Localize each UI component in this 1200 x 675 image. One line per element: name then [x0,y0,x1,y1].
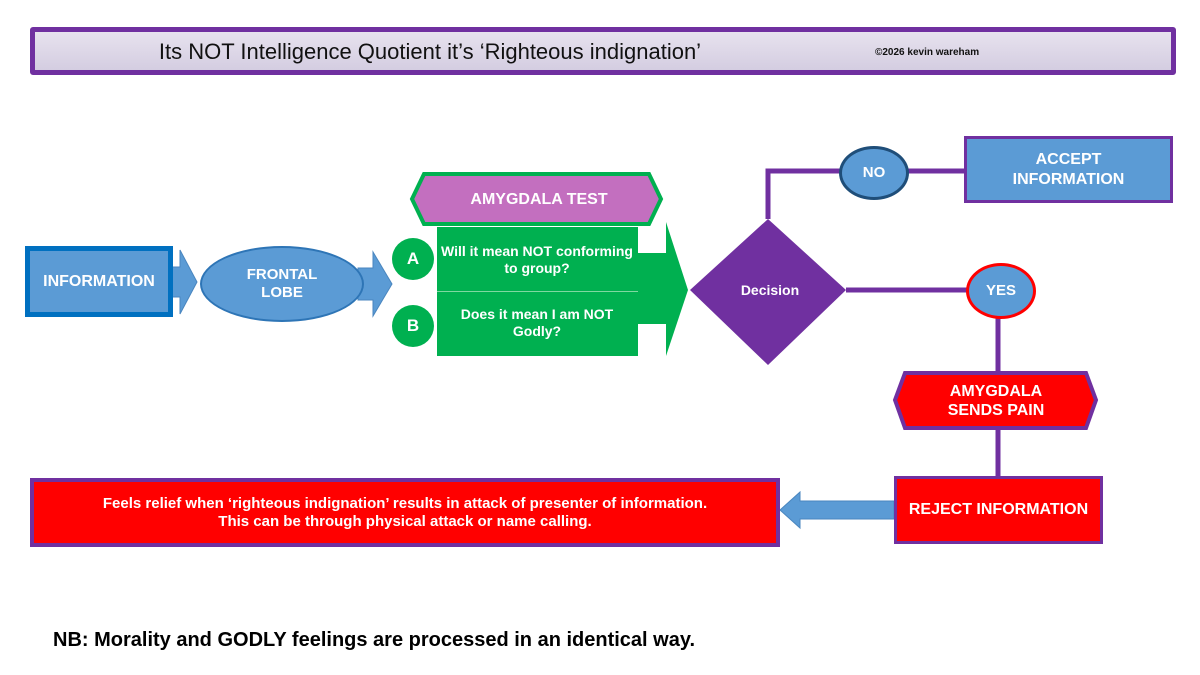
page-title: Its NOT Intelligence Quotient it’s ‘Righ… [158,39,702,64]
question-b-text: Does it mean I am NOT Godly? [460,306,614,339]
title-bar: Its NOT Intelligence Quotient it’s ‘Righ… [30,27,1176,75]
frontal-lobe-node: FRONTAL LOBE [200,246,364,322]
connector-decision-to-no [765,168,842,219]
yes-node: YES [966,263,1036,319]
question-a-marker: A [392,238,434,280]
test-output-arrow [636,222,688,356]
footnote: NB: Morality and GODLY feelings are proc… [53,629,696,651]
arrow-reject-to-relief [779,490,895,530]
amygdala-test-header [409,172,664,226]
amygdala-pain-label: AMYGDALA SENDS PAIN [898,373,1094,429]
question-b-box [437,292,638,356]
arrow-frontal-to-test [357,250,393,318]
relief-box: Feels relief when ‘righteous indignation… [30,478,780,547]
arrow-info-to-frontal [169,249,198,315]
accept-information-label: ACCEPT INFORMATION [1012,151,1125,188]
reject-information-box: REJECT INFORMATION [894,476,1103,544]
no-node: NO [839,146,909,200]
decision-diamond [690,219,846,365]
amygdala-pain-shape [892,371,1099,430]
accept-information-box: ACCEPT INFORMATION [964,136,1173,203]
relief-line-2: This can be through physical attack or n… [218,512,592,530]
question-b-marker: B [392,305,434,347]
amygdala-pain-text: AMYGDALA SENDS PAIN [947,382,1045,419]
decision-label: Decision [740,281,800,298]
question-a-text: Will it mean NOT conforming to group? [441,243,633,276]
question-a-box [437,227,638,291]
copyright-notice: ©2026 kevin wareham [875,47,980,58]
frontal-lobe-label: FRONTAL LOBE [246,266,318,301]
amygdala-test-label: AMYGDALA TEST [470,191,608,209]
information-box: INFORMATION [25,246,173,317]
relief-line-1: Feels relief when ‘righteous indignation… [102,494,708,512]
